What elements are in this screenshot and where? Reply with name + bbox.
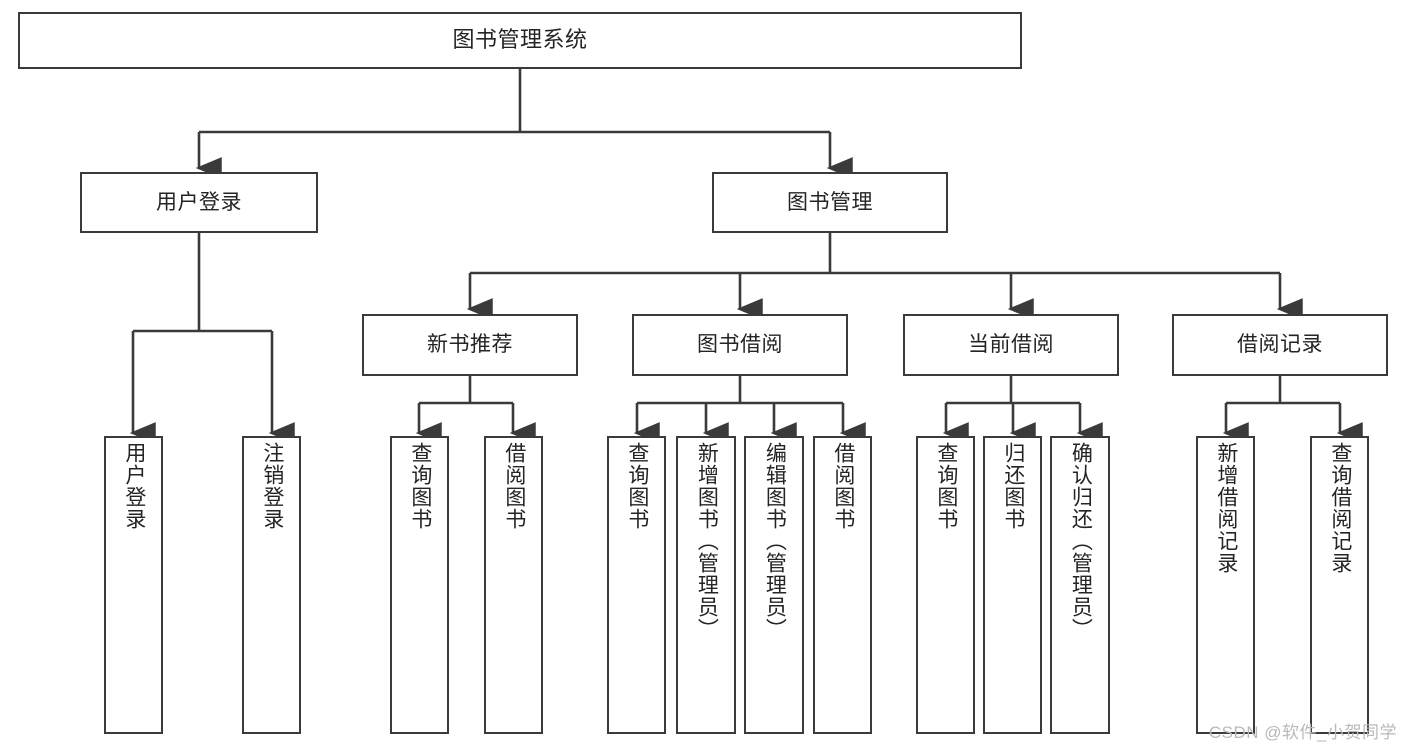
node-leaf-add-record-label: 新增借阅记录 xyxy=(1214,442,1238,574)
node-root-label: 图书管理系统 xyxy=(452,27,588,53)
node-leaf-edit-book[interactable]: 编辑图书（管理员） xyxy=(744,436,804,734)
node-book-manage-label: 图书管理 xyxy=(787,190,873,214)
node-leaf-query-book-2-label: 查询图书 xyxy=(625,442,649,530)
node-leaf-query-book-3-label: 查询图书 xyxy=(934,442,958,530)
node-root[interactable]: 图书管理系统 xyxy=(18,12,1022,69)
node-book-borrow-label: 图书借阅 xyxy=(697,333,783,357)
node-leaf-add-book-label: 新增图书（管理员） xyxy=(695,442,719,640)
node-leaf-borrow-book-2-label: 借阅图书 xyxy=(831,442,855,530)
node-leaf-query-book-3[interactable]: 查询图书 xyxy=(916,436,975,734)
node-current-borrow[interactable]: 当前借阅 xyxy=(903,314,1119,376)
node-leaf-borrow-book-2[interactable]: 借阅图书 xyxy=(813,436,872,734)
node-current-borrow-label: 当前借阅 xyxy=(968,333,1054,357)
node-leaf-add-book[interactable]: 新增图书（管理员） xyxy=(676,436,736,734)
node-leaf-add-record[interactable]: 新增借阅记录 xyxy=(1196,436,1255,734)
node-borrow-record[interactable]: 借阅记录 xyxy=(1172,314,1388,376)
node-book-borrow[interactable]: 图书借阅 xyxy=(632,314,848,376)
node-user-login-label: 用户登录 xyxy=(156,190,242,214)
node-user-login[interactable]: 用户登录 xyxy=(80,172,318,233)
node-leaf-borrow-book-1-label: 借阅图书 xyxy=(502,442,526,530)
node-new-book-rec[interactable]: 新书推荐 xyxy=(362,314,578,376)
node-leaf-query-book-2[interactable]: 查询图书 xyxy=(607,436,666,734)
node-borrow-record-label: 借阅记录 xyxy=(1237,333,1323,357)
node-leaf-logout-label: 注销登录 xyxy=(260,442,284,530)
node-leaf-query-record-label: 查询借阅记录 xyxy=(1328,442,1352,574)
node-book-manage[interactable]: 图书管理 xyxy=(712,172,948,233)
csdn-watermark: CSDN @软件_小贺同学 xyxy=(1208,723,1397,742)
node-leaf-query-book-1-label: 查询图书 xyxy=(408,442,432,530)
node-new-book-rec-label: 新书推荐 xyxy=(427,333,513,357)
node-leaf-confirm-return[interactable]: 确认归还（管理员） xyxy=(1050,436,1110,734)
node-leaf-return-book[interactable]: 归还图书 xyxy=(983,436,1042,734)
node-leaf-user-login[interactable]: 用户登录 xyxy=(104,436,163,734)
node-leaf-query-record[interactable]: 查询借阅记录 xyxy=(1310,436,1369,734)
node-leaf-edit-book-label: 编辑图书（管理员） xyxy=(763,442,787,640)
node-leaf-query-book-1[interactable]: 查询图书 xyxy=(390,436,449,734)
node-leaf-logout[interactable]: 注销登录 xyxy=(242,436,301,734)
node-leaf-user-login-label: 用户登录 xyxy=(122,442,146,530)
node-leaf-confirm-return-label: 确认归还（管理员） xyxy=(1069,442,1093,640)
node-leaf-return-book-label: 归还图书 xyxy=(1001,442,1025,530)
node-leaf-borrow-book-1[interactable]: 借阅图书 xyxy=(484,436,543,734)
